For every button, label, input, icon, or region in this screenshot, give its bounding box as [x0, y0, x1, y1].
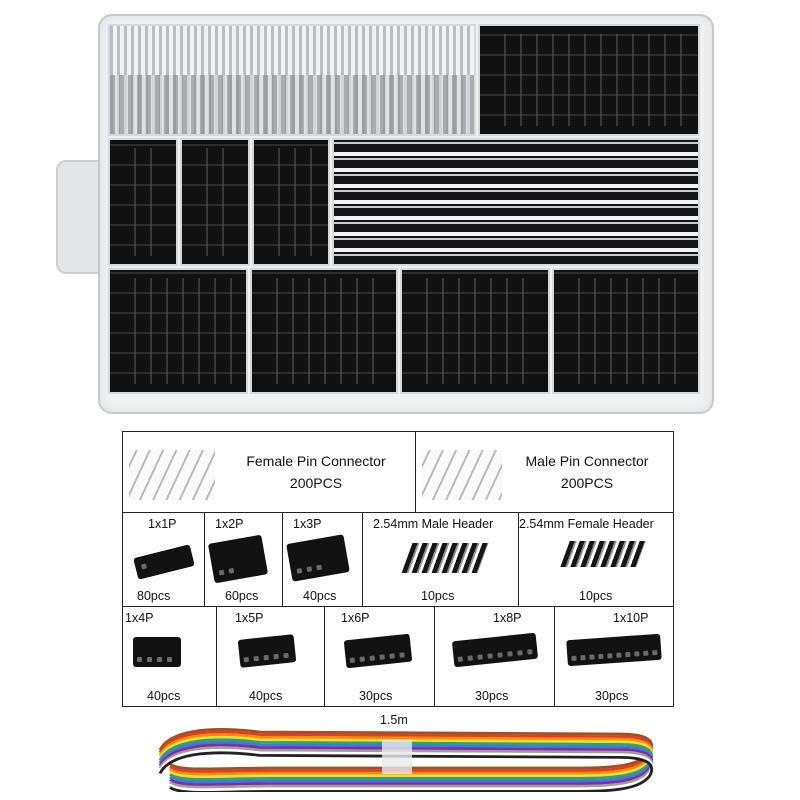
- female-pin-image: [129, 450, 215, 500]
- connector-1x3p-image: [286, 534, 350, 582]
- ribbon-cable-image: [158, 728, 654, 792]
- cable-length-label: 1.5m: [380, 713, 408, 727]
- compartment-male-pins-top: [478, 24, 700, 136]
- cell-female-header: 2.54mm Female Header 10pcs: [519, 513, 673, 607]
- compartment-bottom-3: [400, 268, 550, 394]
- qty-female-header: 10pcs: [579, 589, 613, 603]
- compartment-bottom-2: [250, 268, 398, 394]
- label-1x4p: 1x4P: [125, 611, 154, 625]
- female-pin-name: Female Pin Connector: [246, 453, 386, 469]
- qty-1x10p: 30pcs: [595, 689, 629, 703]
- qty-1x6p: 30pcs: [359, 689, 393, 703]
- storage-box: [98, 14, 714, 414]
- label-1x3p: 1x3P: [293, 517, 322, 531]
- qty-1x5p: 40pcs: [249, 689, 283, 703]
- compartment-bottom-4: [552, 268, 700, 394]
- compartment-bottom-1: [108, 268, 248, 394]
- qty-1x1p: 80pcs: [137, 589, 171, 603]
- male-pin-name: Male Pin Connector: [525, 453, 649, 469]
- cell-1x1p: 1x1P 80pcs: [123, 513, 205, 607]
- cell-1x10p: 1x10P 30pcs: [555, 607, 673, 706]
- cable-wire: [158, 751, 654, 792]
- label-1x6p: 1x6P: [341, 611, 370, 625]
- cell-1x5p: 1x5P 40pcs: [217, 607, 325, 706]
- compartment-headers: [332, 138, 700, 266]
- compartment-female-pins: [108, 24, 476, 136]
- label-1x1p: 1x1P: [148, 517, 177, 531]
- connector-1x1p-image: [133, 544, 195, 580]
- label-1x10p: 1x10P: [613, 611, 649, 625]
- connector-1x10p-image: [566, 633, 662, 667]
- cell-1x8p: 1x8P 30pcs: [435, 607, 555, 706]
- cell-male-pin: Male Pin Connector 200PCS: [416, 432, 673, 513]
- qty-1x2p: 60pcs: [225, 589, 259, 603]
- label-male-header: 2.54mm Male Header: [373, 517, 494, 531]
- cable-tie: [382, 740, 412, 774]
- compartment-misc-1: [108, 138, 178, 266]
- connector-1x2p-image: [207, 534, 269, 584]
- connector-1x4p-image: [133, 637, 181, 667]
- connector-1x6p-image: [343, 633, 413, 669]
- compartment-misc-2: [180, 138, 250, 266]
- male-header-image: [401, 543, 489, 573]
- connector-1x8p-image: [451, 632, 539, 668]
- label-1x5p: 1x5P: [235, 611, 264, 625]
- cell-1x2p: 1x2P 60pcs: [205, 513, 283, 607]
- label-1x8p: 1x8P: [493, 611, 522, 625]
- qty-1x3p: 40pcs: [303, 589, 337, 603]
- female-pin-qty: 200PCS: [289, 475, 343, 491]
- qty-1x8p: 30pcs: [475, 689, 509, 703]
- qty-male-header: 10pcs: [421, 589, 455, 603]
- cell-female-pin: Female Pin Connector 200PCS: [123, 432, 416, 513]
- compartment-misc-3: [252, 138, 330, 266]
- label-female-header: 2.54mm Female Header: [519, 517, 654, 531]
- product-table: Female Pin Connector 200PCS Male Pin Con…: [122, 431, 674, 707]
- cell-1x4p: 1x4P 40pcs: [123, 607, 217, 706]
- cell-1x3p: 1x3P 40pcs: [283, 513, 363, 607]
- male-pin-qty: 200PCS: [560, 475, 614, 491]
- female-header-image: [560, 541, 646, 567]
- cell-male-header: 2.54mm Male Header 10pcs: [363, 513, 519, 607]
- cell-1x6p: 1x6P 30pcs: [325, 607, 435, 706]
- male-pin-image: [422, 450, 502, 500]
- connector-1x5p-image: [237, 634, 297, 668]
- qty-1x4p: 40pcs: [147, 689, 181, 703]
- label-1x2p: 1x2P: [215, 517, 244, 531]
